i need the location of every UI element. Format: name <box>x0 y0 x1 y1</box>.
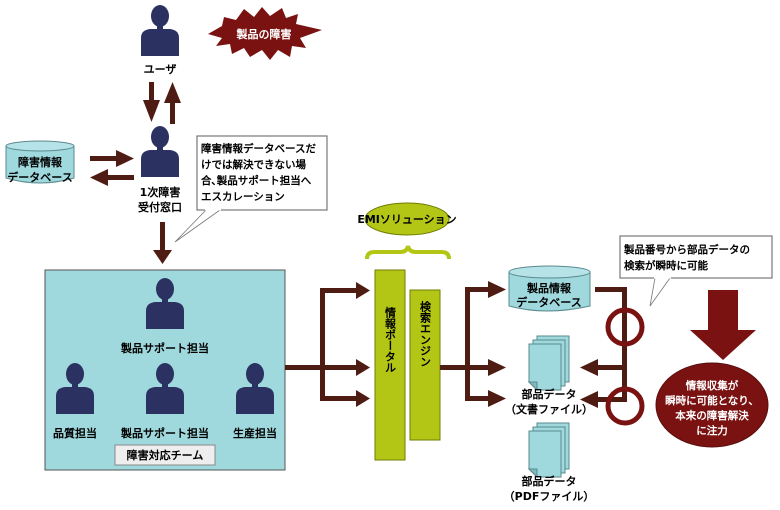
emi-solution-label: EMIソリューション <box>357 213 456 226</box>
search-callout-line-1: 製品番号から部品データの <box>623 243 750 256</box>
emi-solution-ellipse <box>364 202 450 236</box>
problem-burst-label: 製品の障害 <box>236 27 292 41</box>
team-production-label: 生産担当 <box>233 426 277 440</box>
result-line-3: 本来の障害解決 <box>675 409 749 422</box>
escalation-line-2: けでは解決できない場 <box>201 158 306 171</box>
link-circle-icon-2 <box>605 386 645 426</box>
team-quality-label: 品質担当 <box>53 426 97 440</box>
escalation-line-4: エスカレーション <box>201 191 285 203</box>
search-callout-box <box>619 235 773 307</box>
user-label: ユーザ <box>144 63 177 76</box>
parts-pdf-label-2: （PDFファイル） <box>504 490 595 503</box>
result-ellipse <box>655 362 769 448</box>
parts-pdf-label-1: 部品データ <box>522 474 577 488</box>
db-to-first-line-arrow <box>90 150 134 167</box>
user-down-arrow <box>143 82 160 122</box>
result-down-arrow <box>690 290 756 360</box>
link-circle-icon-1 <box>605 307 645 347</box>
first-line-label-1: 1次障害 <box>140 185 181 199</box>
result-line-2: 瞬時に可能となり、 <box>665 394 759 407</box>
team-to-portal-arrows <box>285 282 370 407</box>
first-line-label-2: 受付窓口 <box>138 200 182 214</box>
team-label-box <box>114 444 216 466</box>
search-callout-line-2: 検索が瞬時に可能 <box>624 259 708 272</box>
product-database-icon <box>508 265 591 312</box>
search-engine-bar <box>409 289 441 441</box>
parts-doc-label-2: （文書ファイル） <box>505 402 593 416</box>
escalation-callout-box <box>174 135 328 243</box>
result-line-4: に注力 <box>696 424 728 437</box>
engine-to-data-arrows <box>440 281 506 407</box>
fault-database-icon <box>5 140 75 184</box>
result-line-1: 情報収集が <box>686 379 739 392</box>
portal-bar <box>374 269 406 461</box>
parts-pdf-files-icon <box>528 422 570 478</box>
product-db-label-2: データベース <box>516 295 581 309</box>
first-line-to-db-arrow <box>90 169 134 186</box>
escalation-line-1: 障害情報データベースだ <box>201 142 316 155</box>
team-label: 障害対応チーム <box>127 448 204 462</box>
parts-doc-label-1: 部品データ <box>522 387 577 401</box>
team-leader-label: 製品サポート担当 <box>120 341 209 355</box>
problem-burst-shape <box>208 7 322 60</box>
product-db-label-1: 製品情報 <box>526 281 572 295</box>
fault-db-label-1: 障害情報 <box>18 155 63 169</box>
search-engine-label: 検索エンジン <box>419 300 432 367</box>
emi-brace <box>365 245 451 260</box>
team-support-label: 製品サポート担当 <box>120 426 209 440</box>
user-up-arrow <box>164 82 181 124</box>
portal-label: 情報ポータル <box>384 306 397 373</box>
escalation-down-arrow <box>153 222 172 264</box>
escalation-line-3: 合､製品サポート担当へ <box>200 174 312 187</box>
parts-document-files-icon <box>528 335 570 391</box>
user-person-icon <box>141 5 179 56</box>
first-line-person-icon <box>141 126 179 177</box>
fault-db-label-2: データベース <box>7 170 72 184</box>
